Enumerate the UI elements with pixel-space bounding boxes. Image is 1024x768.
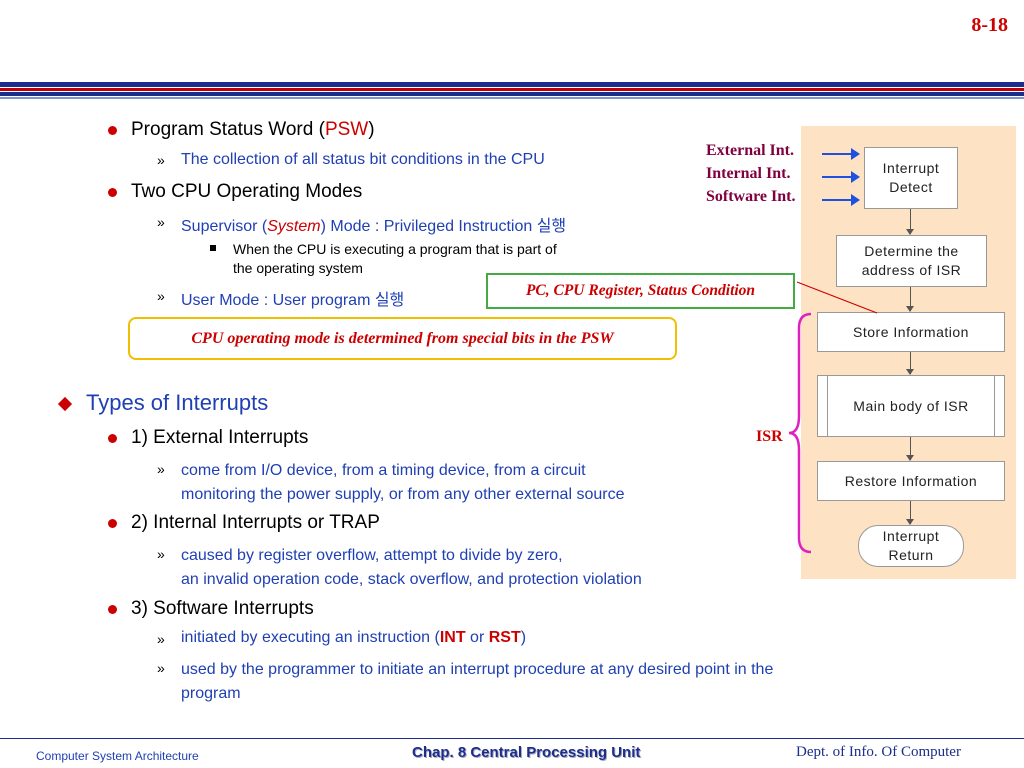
- software-interrupts-item2: used by the programmer to initiate an in…: [181, 661, 774, 702]
- types-heading: Types of Interrupts: [86, 390, 269, 415]
- store-information-box: Store Information: [817, 312, 1005, 352]
- bullet-dot: [108, 188, 117, 197]
- user-mode-text: User Mode : User program 실행: [181, 292, 405, 309]
- external-int-arrow: [822, 148, 860, 160]
- isr-label: ISR: [756, 428, 783, 445]
- internal-int-label: Internal Int.: [706, 165, 791, 182]
- internal-int-arrow: [822, 171, 860, 183]
- psw-mode-callout: CPU operating mode is determined from sp…: [128, 317, 677, 360]
- software-int-arrow: [822, 194, 860, 206]
- internal-interrupts-desc: caused by register overflow, attempt to …: [181, 547, 642, 588]
- flow-arrow: [906, 287, 914, 312]
- bullet-dot: [108, 126, 117, 135]
- raquo-bullet: »: [157, 631, 165, 647]
- modes-heading: Two CPU Operating Modes: [131, 181, 363, 202]
- main-body-isr-box: Main body of ISR: [817, 375, 1005, 437]
- raquo-bullet: »: [157, 214, 165, 230]
- flow-arrow: [906, 352, 914, 375]
- pc-register-callout: PC, CPU Register, Status Condition: [486, 273, 795, 309]
- footer-course: Computer System Architecture: [36, 749, 199, 763]
- internal-interrupts-heading: 2) Internal Interrupts or TRAP: [131, 512, 380, 533]
- diamond-bullet: [57, 396, 73, 412]
- isr-brace: [788, 312, 812, 554]
- supervisor-note: When the CPU is executing a program that…: [233, 241, 557, 276]
- page-number: 8-18: [971, 14, 1008, 36]
- external-interrupts-heading: 1) External Interrupts: [131, 427, 309, 448]
- flow-arrow: [906, 209, 914, 235]
- supervisor-mode-text: Supervisor (System) Mode : Privileged In…: [181, 218, 567, 235]
- raquo-bullet: »: [157, 660, 165, 676]
- footer-department: Dept. of Info. Of Computer: [796, 744, 961, 760]
- external-interrupts-desc: come from I/O device, from a timing devi…: [181, 462, 625, 503]
- software-int-label: Software Int.: [706, 188, 796, 205]
- raquo-bullet: »: [157, 461, 165, 477]
- flow-arrow: [906, 437, 914, 461]
- restore-information-box: Restore Information: [817, 461, 1005, 501]
- square-bullet: [210, 245, 216, 251]
- software-interrupts-item1: initiated by executing an instruction (I…: [181, 629, 527, 646]
- psw-description: The collection of all status bit conditi…: [181, 151, 545, 168]
- raquo-bullet: »: [157, 152, 165, 168]
- bullet-dot: [108, 434, 117, 443]
- flow-arrow: [906, 501, 914, 525]
- software-interrupts-heading: 3) Software Interrupts: [131, 598, 314, 619]
- psw-heading: Program Status Word (PSW): [131, 119, 375, 140]
- bullet-dot: [108, 519, 117, 528]
- bullet-dot: [108, 605, 117, 614]
- raquo-bullet: »: [157, 288, 165, 304]
- pc-callout-line: [796, 281, 878, 314]
- footer-line: [0, 738, 1024, 739]
- external-int-label: External Int.: [706, 142, 794, 159]
- raquo-bullet: »: [157, 546, 165, 562]
- footer-chapter: Chap. 8 Central Processing Unit: [412, 744, 641, 761]
